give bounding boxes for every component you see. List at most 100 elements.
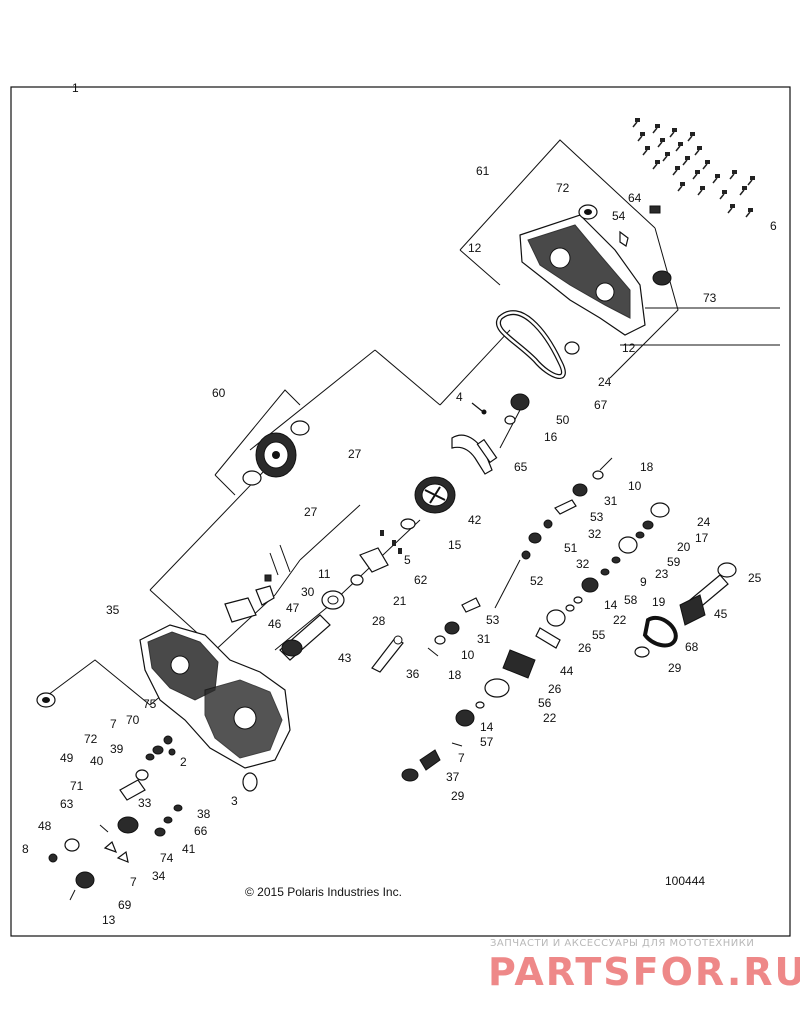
callout-c27b: 27 bbox=[304, 505, 318, 519]
callout-c10a: 10 bbox=[628, 479, 642, 493]
callout-c28: 28 bbox=[372, 614, 386, 628]
fitting-54 bbox=[619, 230, 629, 247]
right-gear-stack bbox=[401, 502, 670, 782]
shift-lever-36 bbox=[371, 635, 404, 673]
bearing-24-top bbox=[564, 341, 580, 355]
callout-c11: 11 bbox=[318, 567, 331, 581]
callout-c13: 13 bbox=[102, 913, 116, 927]
callout-c43: 43 bbox=[338, 651, 352, 665]
callout-c47: 47 bbox=[286, 601, 300, 615]
callout-c21: 21 bbox=[393, 594, 407, 608]
lower-left-parts bbox=[48, 735, 183, 901]
callout-c10b: 10 bbox=[461, 648, 475, 662]
callout-c69: 69 bbox=[118, 898, 132, 912]
callout-c3: 3 bbox=[231, 794, 238, 808]
right-shaft-stack bbox=[427, 457, 613, 657]
callout-c12a: 12 bbox=[468, 241, 482, 255]
gear-42 bbox=[414, 476, 456, 514]
bracket-lines bbox=[47, 139, 780, 706]
callout-c32a: 32 bbox=[588, 527, 602, 541]
gear-60 bbox=[255, 432, 297, 478]
callout-c72a: 72 bbox=[556, 181, 570, 195]
callout-c14a: 14 bbox=[604, 598, 618, 612]
callout-c74: 74 bbox=[160, 851, 174, 865]
callout-c59: 59 bbox=[667, 555, 681, 569]
callout-c57: 57 bbox=[480, 735, 494, 749]
callout-c68: 68 bbox=[685, 640, 699, 654]
callout-c40: 40 bbox=[90, 754, 104, 768]
bolt-cluster bbox=[632, 118, 755, 218]
shaft-43 bbox=[279, 614, 331, 661]
callout-c26b: 26 bbox=[548, 682, 562, 696]
callout-c54: 54 bbox=[612, 209, 626, 223]
callout-c7b: 7 bbox=[458, 751, 465, 765]
callout-c2: 2 bbox=[180, 755, 187, 769]
callout-c17: 17 bbox=[695, 531, 709, 545]
callout-c12b: 12 bbox=[622, 341, 636, 355]
callout-c7c: 7 bbox=[130, 875, 137, 889]
callout-c44: 44 bbox=[560, 664, 574, 678]
bolts-5 bbox=[380, 530, 402, 554]
diagram-frame bbox=[10, 86, 791, 937]
callout-c7a: 7 bbox=[110, 717, 117, 731]
callout-c19: 19 bbox=[652, 595, 666, 609]
callout-c30: 30 bbox=[301, 585, 315, 599]
callout-c62: 62 bbox=[414, 573, 428, 587]
callout-c46: 46 bbox=[268, 617, 282, 631]
callout-c4: 4 bbox=[456, 390, 463, 404]
callout-c53b: 53 bbox=[486, 613, 500, 627]
shift-fork-65 bbox=[451, 434, 493, 475]
output-shaft-assembly bbox=[634, 562, 737, 658]
callout-c29a: 29 bbox=[668, 661, 682, 675]
callout-c61: 61 bbox=[476, 164, 490, 178]
main-transmission-case bbox=[139, 624, 291, 769]
callout-c35: 35 bbox=[106, 603, 120, 617]
callout-c36: 36 bbox=[406, 667, 420, 681]
callout-c15: 15 bbox=[448, 538, 462, 552]
callout-c27a: 27 bbox=[348, 447, 362, 461]
callout-c24a: 24 bbox=[598, 375, 612, 389]
callout-c29b: 29 bbox=[451, 789, 465, 803]
callout-c37: 37 bbox=[446, 770, 460, 784]
callout-c52: 52 bbox=[530, 574, 544, 588]
belt-68 bbox=[642, 616, 678, 648]
callout-c60: 60 bbox=[212, 386, 226, 400]
callout-c67: 67 bbox=[594, 398, 608, 412]
callout-c14b: 14 bbox=[480, 720, 494, 734]
callout-c31a: 31 bbox=[604, 494, 618, 508]
watermark-brand: PARTSFOR.RU bbox=[488, 950, 800, 994]
sprocket-50 bbox=[510, 393, 530, 411]
callout-c53a: 53 bbox=[590, 510, 604, 524]
callout-c64: 64 bbox=[628, 191, 642, 205]
callout-layer: 1617264546127312246745016602765271810315… bbox=[22, 81, 777, 927]
callout-c18a: 18 bbox=[640, 460, 654, 474]
callout-c33: 33 bbox=[138, 796, 152, 810]
callout-c20: 20 bbox=[677, 540, 691, 554]
callout-c18b: 18 bbox=[448, 668, 462, 682]
gear-case-cover bbox=[519, 214, 646, 336]
callout-c34: 34 bbox=[152, 869, 166, 883]
copyright-text: © 2015 Polaris Industries Inc. bbox=[245, 885, 402, 899]
callout-c72b: 72 bbox=[84, 732, 98, 746]
callout-c49: 49 bbox=[60, 751, 74, 765]
callout-c66: 66 bbox=[194, 824, 208, 838]
callout-c31b: 31 bbox=[477, 632, 491, 646]
plug-64 bbox=[649, 205, 661, 214]
callout-c26a: 26 bbox=[578, 641, 592, 655]
callout-c22a: 22 bbox=[613, 613, 627, 627]
callout-c56: 56 bbox=[538, 696, 552, 710]
callout-c9: 9 bbox=[640, 575, 647, 589]
watermark-tagline: ЗАПЧАСТИ И АКСЕССУАРЫ ДЛЯ МОТОТЕХНИКИ bbox=[490, 938, 754, 949]
callout-c42: 42 bbox=[468, 513, 482, 527]
callout-c55: 55 bbox=[592, 628, 606, 642]
callout-c25: 25 bbox=[748, 571, 762, 585]
callout-c8: 8 bbox=[22, 842, 29, 856]
diagram-id: 100444 bbox=[665, 874, 705, 888]
bearing-27-lower bbox=[242, 470, 262, 486]
callout-c22b: 22 bbox=[543, 711, 557, 725]
callout-c75: 75 bbox=[143, 697, 157, 711]
callout-c32b: 32 bbox=[576, 557, 590, 571]
callout-c23: 23 bbox=[655, 567, 669, 581]
callout-c73: 73 bbox=[703, 291, 717, 305]
